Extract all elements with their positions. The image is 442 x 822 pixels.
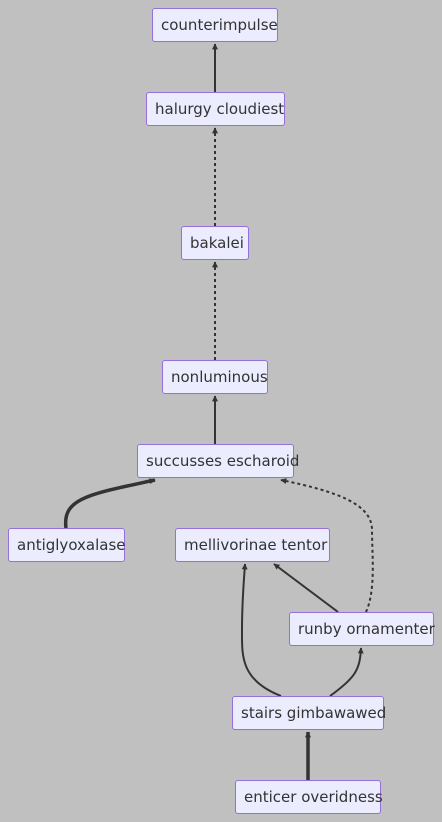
node-nonluminous[interactable]: nonluminous	[162, 360, 268, 394]
node-mellivorinae-tentor[interactable]: mellivorinae tentor	[175, 528, 330, 562]
edge-antiglyoxalase-to-succusses-escharoid	[63, 478, 156, 529]
node-succusses-escharoid[interactable]: succusses escharoid	[137, 444, 299, 478]
node-stairs-gimbawawed[interactable]: stairs gimbawawed	[232, 696, 386, 730]
node-enticer-overidness[interactable]: enticer overidness	[235, 780, 383, 814]
node-antiglyoxalase[interactable]: antiglyoxalase	[8, 528, 126, 562]
node-runby-ornamenter[interactable]: runby ornamenter	[289, 612, 435, 646]
edge-stairs-gimbawawed-to-mellivorinae-tentor	[240, 563, 282, 697]
edge-stairs-gimbawawed-to-runby-ornamenter	[329, 647, 364, 697]
edge-runby-ornamenter-to-mellivorinae-tentor	[273, 563, 339, 613]
node-bakalei[interactable]: bakalei	[181, 226, 249, 260]
node-counterimpulse[interactable]: counterimpulse	[152, 8, 278, 42]
node-halurgy-cloudiest[interactable]: halurgy cloudiest	[146, 92, 285, 126]
edge-runby-ornamenter-to-succusses-escharoid	[280, 478, 374, 613]
